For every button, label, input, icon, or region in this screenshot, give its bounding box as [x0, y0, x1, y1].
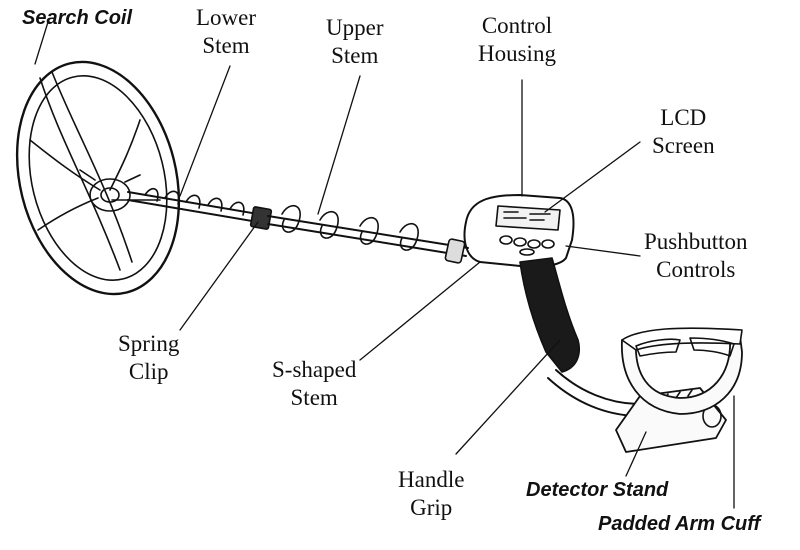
label-search-coil-text: Search Coil [22, 7, 133, 29]
padded-arm-cuff-drawing [621, 327, 743, 415]
label-s-shaped-stem: S-shaped Stem [272, 356, 356, 412]
leader-s-shaped-stem [359, 261, 481, 361]
label-upper-stem-line2: Stem [331, 43, 379, 68]
label-lower-stem-line2: Stem [202, 33, 250, 58]
label-detector-stand: Detector Stand [526, 478, 668, 502]
leader-lcd-screen [544, 141, 641, 213]
label-lower-stem: Lower Stem [196, 4, 256, 60]
leader-search-coil [34, 21, 49, 65]
leader-handle-grip [455, 339, 561, 455]
label-spring-clip-line1: Spring [118, 331, 180, 356]
leader-lower-stem [179, 65, 231, 197]
label-padded-arm-cuff-text: Padded Arm Cuff [598, 513, 761, 535]
label-search-coil: Search Coil [22, 6, 132, 30]
label-upper-stem-line1: Upper [326, 15, 384, 40]
label-lcd-screen-line2: Screen [652, 133, 715, 158]
label-padded-arm-cuff: Padded Arm Cuff [598, 512, 760, 536]
label-s-shaped-stem-line2: Stem [290, 385, 338, 410]
label-detector-stand-text: Detector Stand [526, 479, 669, 501]
s-shaped-stem-drawing [547, 369, 641, 417]
leader-pushbutton-controls [565, 245, 641, 257]
label-pushbutton-controls-line1: Pushbutton [644, 229, 748, 254]
leader-lines [34, 21, 735, 509]
spring-clip-drawing [249, 206, 273, 230]
label-lower-stem-line1: Lower [196, 5, 257, 30]
upper-stem-drawing [267, 204, 469, 264]
label-control-housing: Control Housing [478, 12, 556, 68]
label-lcd-screen-line1: LCD [660, 105, 707, 130]
leader-spring-clip [179, 221, 259, 331]
label-lcd-screen: LCD Screen [652, 104, 715, 160]
label-handle-grip-line2: Grip [410, 495, 453, 520]
control-housing-drawing [463, 194, 575, 268]
label-handle-grip-line1: Handle [398, 467, 465, 492]
handle-grip-drawing [519, 257, 580, 373]
label-spring-clip-line2: Clip [128, 359, 169, 384]
label-pushbutton-controls-line2: Controls [656, 257, 736, 282]
label-control-housing-line2: Housing [478, 41, 556, 66]
label-upper-stem: Upper Stem [326, 14, 383, 70]
label-spring-clip: Spring Clip [118, 330, 179, 386]
label-control-housing-line1: Control [481, 13, 553, 38]
label-s-shaped-stem-line1: S-shaped [272, 357, 357, 382]
label-handle-grip: Handle Grip [398, 466, 464, 522]
lower-stem-drawing [127, 188, 259, 223]
search-coil-drawing [15, 60, 181, 296]
leader-upper-stem [317, 75, 361, 215]
label-pushbutton-controls: Pushbutton Controls [644, 228, 748, 284]
leader-detector-stand [625, 431, 647, 477]
